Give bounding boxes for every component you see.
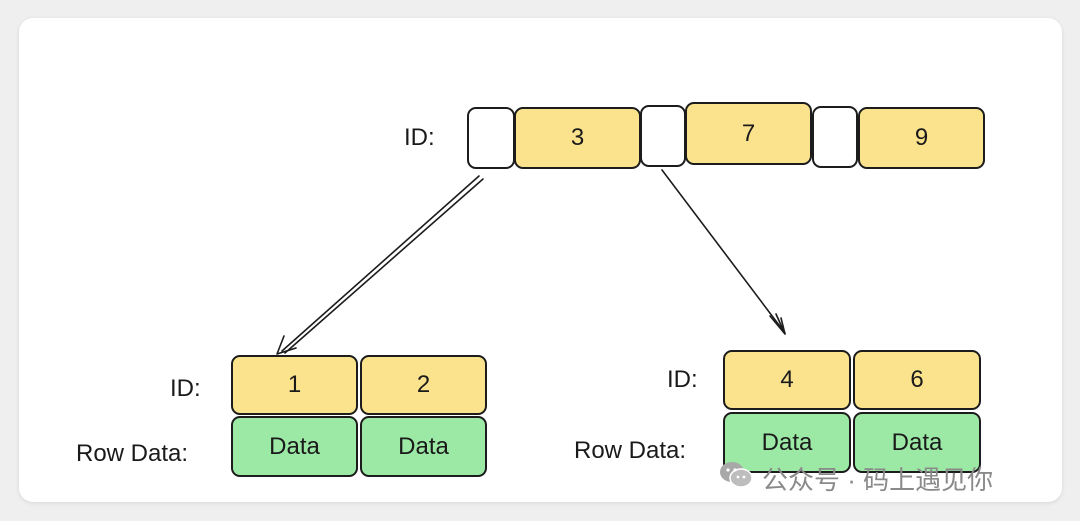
right-leaf-data-value: Data xyxy=(761,428,813,456)
left-leaf-key-value: 2 xyxy=(416,371,431,398)
left-leaf-data-cell: Data xyxy=(231,416,358,477)
root-key-value: 3 xyxy=(570,124,585,151)
right-leaf-key-cell: 4 xyxy=(723,350,851,410)
right-leaf-key-value: 4 xyxy=(780,366,794,393)
left-leaf-data-value: Data xyxy=(398,432,449,460)
root-pointer-slot-0 xyxy=(467,107,515,169)
right-leaf-data-value: Data xyxy=(891,428,943,456)
root-pointer-slot-2 xyxy=(812,106,858,168)
right-leaf-key-value: 6 xyxy=(910,366,924,393)
right-leaf-key-cell: 6 xyxy=(853,350,981,410)
root-key-cell: 9 xyxy=(858,107,985,169)
root-id-label: ID: xyxy=(404,124,435,151)
root-key-cell: 3 xyxy=(514,107,641,169)
watermark-text: 公众号 · 码上遇见你 xyxy=(762,465,994,495)
left-leaf-key-cell: 1 xyxy=(231,355,358,415)
left-leaf-key-value: 1 xyxy=(287,371,302,398)
root-key-cell: 7 xyxy=(685,102,812,165)
right-leaf-row-label: Row Data: xyxy=(574,437,687,464)
root-key-value: 7 xyxy=(741,119,756,147)
root-key-value: 9 xyxy=(914,124,929,151)
arrow-to-left-leaf xyxy=(276,175,484,355)
watermark: 公众号 · 码上遇见你 xyxy=(718,460,993,497)
left-leaf-key-cell: 2 xyxy=(360,355,487,415)
left-leaf-id-label: ID: xyxy=(170,375,201,402)
root-pointer-slot-1 xyxy=(640,105,686,167)
wechat-icon xyxy=(718,460,754,497)
left-leaf-data-value: Data xyxy=(269,432,320,460)
right-leaf-data-cell: Data xyxy=(723,412,851,473)
left-leaf-row-label: Row Data: xyxy=(76,440,189,467)
right-leaf-id-label: ID: xyxy=(667,366,698,393)
left-leaf-data-cell: Data xyxy=(360,416,487,477)
arrow-to-right-leaf xyxy=(661,169,786,335)
right-leaf-data-cell: Data xyxy=(853,412,981,473)
